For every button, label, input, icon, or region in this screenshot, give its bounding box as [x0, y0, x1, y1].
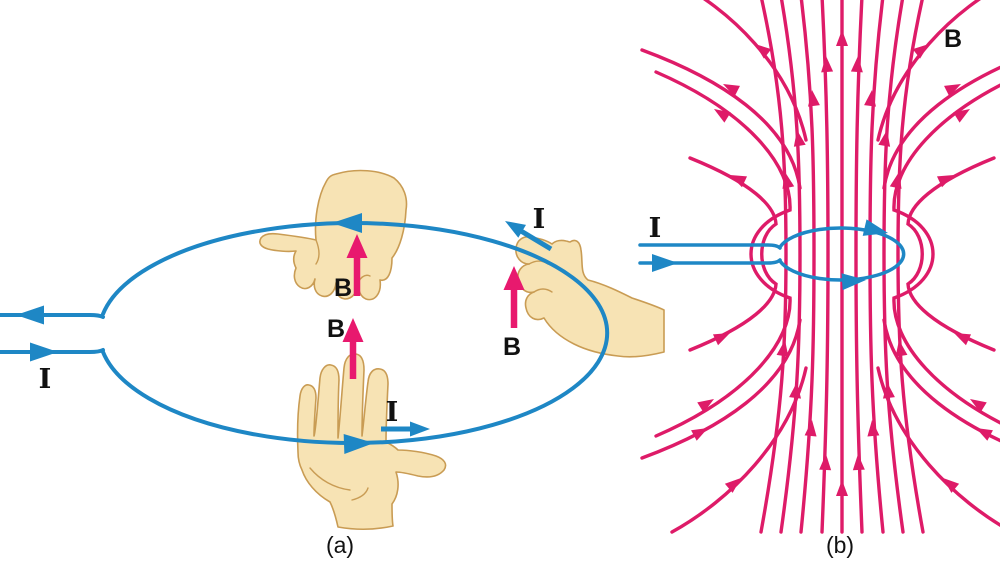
loop-bottom-current-arrow-icon: [343, 434, 374, 455]
caption-b: (b): [826, 532, 854, 558]
label-current-bottom-a: I: [386, 397, 399, 428]
caption-a: (a): [326, 532, 354, 558]
current-loop-a: [0, 213, 610, 455]
i-arrow-right-head-icon: [505, 221, 527, 238]
label-b-top-hand: B: [334, 274, 352, 302]
b-field-arrows-a: [342, 234, 525, 379]
lead-arrow-b-icon: [652, 254, 678, 272]
loop-top-current-arrow-b-icon: [862, 219, 888, 236]
current-direction-arrows-a: [381, 221, 553, 437]
bottom-lead-wire-b: [638, 258, 782, 265]
panel-a: I B B I B I: [0, 169, 665, 530]
bottom-lead-wire: [0, 348, 105, 354]
top-lead-wire: [0, 313, 105, 319]
loop-top-current-arrow-icon: [332, 213, 362, 233]
top-hand-fist: [259, 169, 408, 301]
field-arrowheads: [691, 30, 993, 496]
loop-bottom-current-arrow-b-icon: [841, 273, 866, 291]
current-loop-b: [638, 219, 906, 291]
b-arrow-right-head-icon: [503, 266, 525, 290]
label-current-right-a: I: [533, 204, 546, 235]
lead-arrow-right-icon: [30, 342, 58, 362]
b-arrow-center-head-icon: [342, 318, 364, 342]
loop-wire: [101, 221, 610, 445]
top-lead-wire-b: [638, 243, 782, 250]
panel-b: I B: [638, 0, 1000, 534]
field-lines: [640, 0, 1000, 534]
label-current-b: I: [649, 213, 662, 244]
label-field-b: B: [944, 25, 962, 53]
lead-arrow-left-icon: [16, 305, 44, 325]
loop-wire-b: [778, 226, 906, 282]
i-arrow-right-shaft: [519, 228, 553, 252]
i-arrow-bottom-head-icon: [410, 421, 430, 437]
label-b-right-hand: B: [503, 333, 521, 361]
label-b-center: B: [327, 315, 345, 343]
label-current-lead-a: I: [39, 364, 52, 395]
right-hand-fist: [515, 236, 665, 358]
b-arrow-top-head-icon: [346, 234, 368, 258]
